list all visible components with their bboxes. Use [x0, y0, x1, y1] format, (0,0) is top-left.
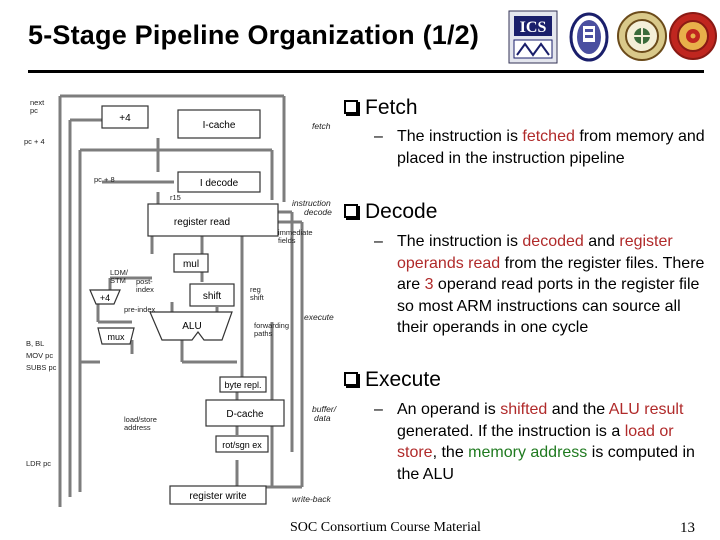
bus-lines	[58, 94, 304, 507]
svg-text:mul: mul	[183, 259, 199, 270]
label-mov-pc: MOV pc	[26, 351, 53, 360]
sub-bullet-segment: from the register files. There are	[397, 254, 705, 294]
checkbox-bullet-icon	[344, 100, 358, 114]
sub-bullet-segment: register operands read	[397, 233, 673, 272]
stage-fetch: fetch	[312, 121, 331, 131]
label-pre-index: pre-index	[124, 305, 156, 314]
title-underline	[28, 70, 704, 73]
idecode-block: I decode	[177, 171, 261, 193]
stage-write-back: write-back	[292, 494, 331, 504]
footer-text: SOC Consortium Course Material	[290, 520, 481, 535]
sub-bullet-segment: ALU result	[608, 401, 684, 418]
svg-text:register read: register read	[174, 217, 230, 228]
bullet-fetch: Fetch	[344, 96, 418, 120]
svg-text:I decode: I decode	[200, 178, 239, 189]
svg-text:+4: +4	[100, 293, 110, 303]
mux-block: mux	[97, 327, 135, 345]
label-post-index: post-index	[136, 277, 154, 294]
rot-sgn-ex-block: rot/sgn ex	[215, 435, 269, 453]
sub-bullet-segment: generated. If the instruction is a	[397, 422, 625, 440]
slide-title: 5-Stage Pipeline Organization (1/2)	[28, 20, 480, 50]
svg-text:+4: +4	[119, 113, 131, 124]
svg-text:mux: mux	[107, 332, 125, 342]
logo-strip: ICS	[508, 8, 718, 64]
sub-bullet-fetch: –The instruction is fetched from memory …	[374, 128, 705, 167]
icache-block: I-cache	[177, 109, 261, 139]
mul-block: mul	[173, 253, 209, 273]
sub-bullet-segment: load or store	[397, 422, 674, 462]
ics-logo-text: ICS	[520, 19, 547, 36]
label-ldr-pc: LDR pc	[26, 459, 51, 468]
stage-buffer-data: buffer/data	[312, 404, 338, 423]
label-r15: r15	[170, 193, 181, 202]
label-subs-pc: SUBS pc	[26, 363, 57, 372]
stage-execute: execute	[304, 312, 334, 322]
svg-text:byte repl.: byte repl.	[224, 380, 261, 390]
svg-text:shift: shift	[203, 291, 222, 302]
red-seal-icon	[669, 12, 717, 60]
sub-bullet-segment: memory address	[468, 444, 588, 462]
sub-bullet-segment: fetched	[522, 128, 575, 145]
checkbox-bullet-icon	[344, 204, 358, 218]
sub-bullet-segment: The instruction is	[397, 128, 523, 145]
label-b-bl: B, BL	[26, 339, 44, 348]
dcache-block: D-cache	[205, 399, 285, 427]
svg-text:ALU: ALU	[182, 321, 201, 332]
page-number: 13	[680, 520, 695, 536]
bullet-execute: Execute	[344, 368, 441, 392]
university-seal-icon	[569, 12, 609, 62]
sub-bullet-segment: decoded	[522, 233, 584, 250]
label-pc-plus4: pc + 4	[24, 137, 45, 146]
institute-seal-icon	[617, 11, 667, 61]
byte-repl-block: byte repl.	[219, 376, 267, 393]
bullet-decode: Decode	[344, 200, 437, 224]
ics-logo: ICS	[508, 10, 558, 64]
label-pc-plus8: pc + 8	[94, 175, 115, 184]
sub-bullet-segment: 3	[424, 276, 434, 294]
sub-bullet-segment: An operand is	[397, 401, 501, 418]
sub-bullet-segment: operand read ports in the register file …	[397, 276, 700, 337]
sub-bullet-segment: The instruction is	[397, 233, 523, 250]
alu-block: ALU	[149, 311, 233, 341]
sub-bullet-decode: –The instruction is decoded and register…	[374, 233, 705, 337]
svg-text:D-cache: D-cache	[226, 409, 264, 420]
plus4-adder-b: +4	[89, 289, 121, 305]
sub-bullet-segment: and	[583, 233, 620, 250]
sub-bullet-segment: from memory and placed in the instructio…	[397, 128, 705, 167]
svg-text:I-cache: I-cache	[203, 120, 236, 131]
sub-bullet-segment: shifted	[500, 401, 548, 418]
svg-text:register write: register write	[189, 491, 247, 502]
register-read-block: register read	[147, 203, 279, 237]
shift-block: shift	[189, 283, 235, 307]
svg-text:rot/sgn ex: rot/sgn ex	[222, 440, 262, 450]
checkbox-bullet-icon	[344, 372, 358, 386]
register-write-block: register write	[169, 485, 267, 505]
label-ldm-stm: LDM/STM	[110, 268, 129, 285]
sub-bullet-segment: is computed in the ALU	[397, 444, 695, 483]
pipeline-diagram: +4 I-cache I decode register read mul sh…	[24, 94, 338, 507]
plus4-adder: +4	[101, 105, 149, 129]
sub-bullet-segment: , the	[432, 444, 469, 462]
sub-bullet-segment: and the	[547, 401, 609, 418]
sub-bullet-execute: –An operand is shifted and the ALU resul…	[374, 401, 695, 483]
